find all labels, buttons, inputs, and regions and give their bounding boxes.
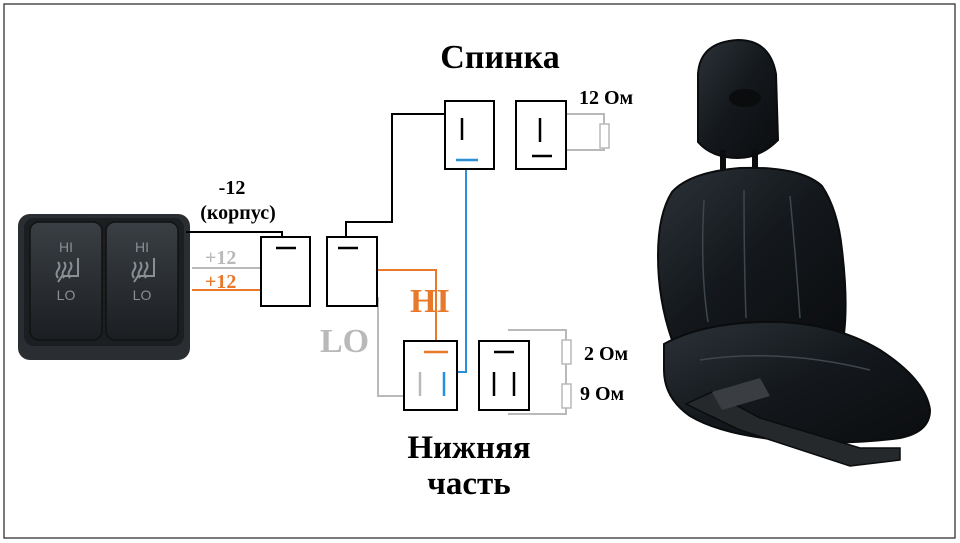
switch-left-lo-label: LO (57, 287, 76, 303)
seat-cushion (663, 320, 932, 444)
hi-label: HI (410, 283, 450, 320)
connector-switch-a (260, 236, 311, 307)
switch-right-hi-label: HI (135, 239, 149, 255)
headrest-hole (729, 89, 761, 107)
switch-right-button: HI LO (105, 221, 179, 341)
connector-back-seat (444, 100, 495, 170)
bottom-resistance-top-label: 2 Ом (584, 343, 628, 365)
seat-recline-lever (712, 378, 770, 410)
ground-label-line1: -12 (219, 177, 246, 199)
resistor-bottom-9ohm (561, 383, 572, 409)
bottom-resistance-bottom-label: 9 Ом (580, 383, 624, 405)
seat-heat-icon (131, 258, 155, 283)
seat-heat-icon (55, 258, 79, 283)
connector-bottom-heater (478, 340, 530, 411)
connector-back-heater (515, 100, 567, 170)
back-resistor-wire (566, 113, 605, 151)
seat-heater-switch: HI LO HI LO (18, 214, 190, 360)
resistor-back-12ohm (599, 123, 610, 149)
resistor-bottom-2ohm (561, 339, 572, 365)
car-seat-illustration (656, 38, 932, 467)
plus12-gray-label: +12 (205, 247, 236, 269)
title-bottom-line2: часть (427, 466, 510, 502)
seat-backrest (656, 166, 847, 342)
connector-switch-b (326, 236, 378, 307)
back-resistance-label: 12 Ом (579, 87, 633, 109)
switch-left-hi-label: HI (59, 239, 73, 255)
connector-bottom-seat (403, 340, 458, 411)
switch-left-button: HI LO (29, 221, 103, 341)
title-bottom-line1: Нижняя (407, 430, 530, 466)
switch-right-lo-label: LO (133, 287, 152, 303)
ground-label-line2: (корпус) (200, 202, 276, 224)
lo-label: LO (320, 323, 369, 360)
title-back: Спинка (440, 39, 559, 76)
plus12-orange-label: +12 (205, 271, 236, 293)
bottom-resistor-wire (508, 329, 567, 415)
frame-border (3, 3, 956, 539)
